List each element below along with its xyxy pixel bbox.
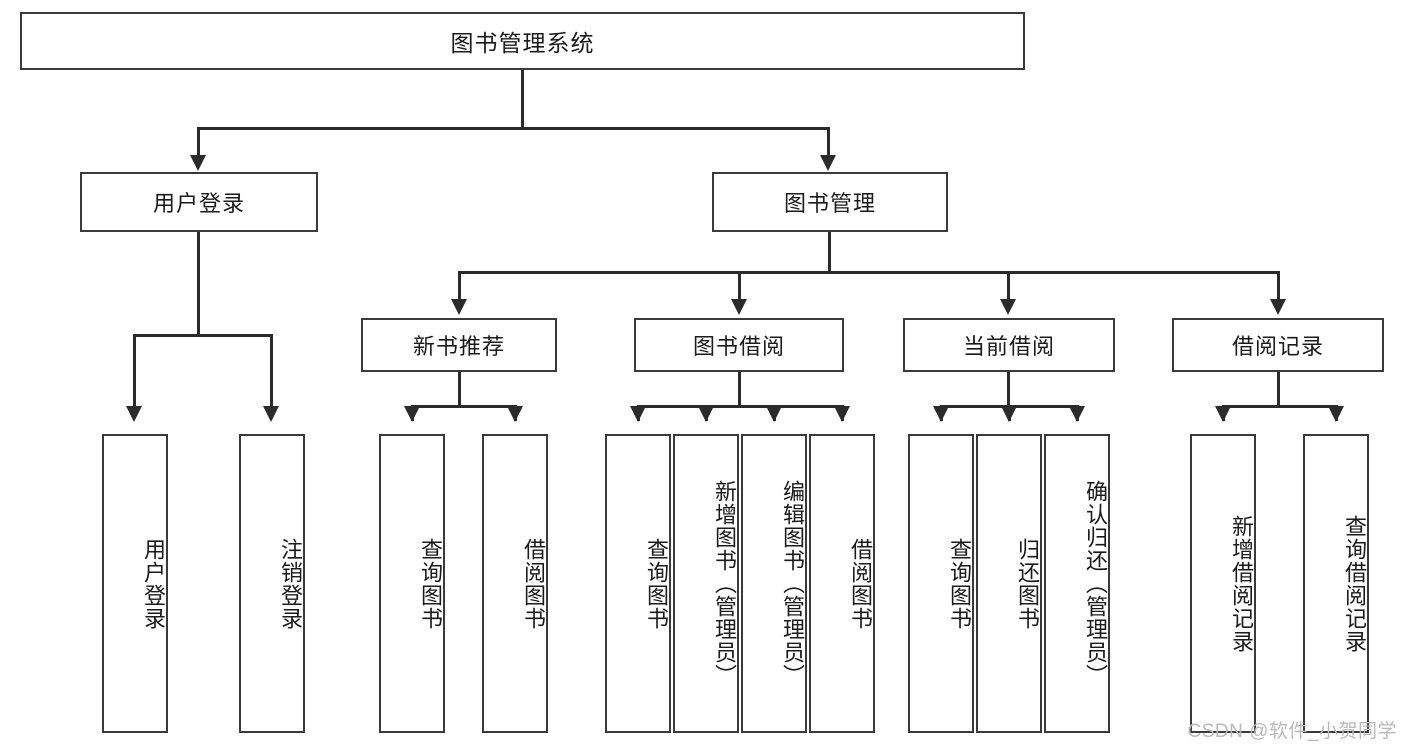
- connector-new-book-bar: [411, 405, 517, 408]
- connector-current-borrow-stem: [1007, 372, 1010, 408]
- node-label: 归还图书: [1015, 537, 1040, 630]
- connector-bm-to-book-borrow: [738, 271, 741, 301]
- node-label: 查询借阅记录: [1342, 514, 1367, 653]
- arrow-bb-to-leaf-1: [630, 406, 646, 422]
- node-label: 查询图书: [418, 537, 443, 630]
- node-borrow-record[interactable]: 借阅记录: [1172, 318, 1384, 372]
- node-book-borrow[interactable]: 图书借阅: [634, 318, 844, 372]
- connector-bm-to-borrow-record: [1277, 271, 1280, 301]
- connector-book-borrow-bar: [637, 405, 843, 408]
- leaf-user-login[interactable]: 用户登录: [102, 434, 168, 733]
- connector-bm-to-current-borrow: [1007, 271, 1010, 301]
- connector-root-to-book-management: [827, 127, 830, 157]
- connector-borrow-record-bar: [1222, 405, 1338, 408]
- arrow-br-to-leaf-2: [1328, 406, 1344, 422]
- leaf-query-book-borrow[interactable]: 查询图书: [605, 434, 671, 733]
- connector-book-borrow-stem: [738, 372, 741, 408]
- leaf-query-book-recommend[interactable]: 查询图书: [379, 434, 445, 733]
- node-label: 借阅图书: [521, 537, 546, 630]
- connector-bm-to-new-book: [458, 271, 461, 301]
- arrow-new-book-to-leaf-2: [507, 406, 523, 422]
- leaf-query-book-current[interactable]: 查询图书: [908, 434, 974, 733]
- connector-root-bar: [197, 127, 829, 130]
- leaf-return-book[interactable]: 归还图书: [976, 434, 1042, 733]
- leaf-edit-book-admin[interactable]: 编辑图书（管理员）: [741, 434, 807, 733]
- arrow-user-login-to-leaf-1: [126, 406, 142, 422]
- arrow-bm-to-new-book: [451, 299, 467, 315]
- node-user-login[interactable]: 用户登录: [80, 172, 318, 232]
- arrow-bm-to-current-borrow: [1000, 299, 1016, 315]
- node-label: 编辑图书（管理员）: [780, 480, 805, 687]
- node-root-book-management-system[interactable]: 图书管理系统: [20, 12, 1025, 70]
- node-label: 图书管理: [783, 191, 876, 216]
- leaf-query-borrow-record[interactable]: 查询借阅记录: [1303, 434, 1369, 733]
- arrow-root-to-book-management: [820, 155, 836, 171]
- node-label: 借阅图书: [848, 537, 873, 630]
- arrow-cb-to-leaf-2: [1001, 406, 1017, 422]
- arrow-root-to-user-login: [190, 155, 206, 171]
- node-label: 注销登录: [278, 537, 303, 630]
- arrow-cb-to-leaf-3: [1069, 406, 1085, 422]
- connector-book-management-stem: [828, 232, 831, 274]
- arrow-new-book-to-leaf-1: [404, 406, 420, 422]
- connector-user-login-to-leaf-1: [133, 334, 136, 408]
- arrow-user-login-to-leaf-2: [263, 406, 279, 422]
- connector-root-to-user-login: [197, 127, 200, 157]
- node-label: 图书管理系统: [450, 30, 595, 56]
- node-label: 用户登录: [141, 537, 166, 630]
- arrow-br-to-leaf-1: [1215, 406, 1231, 422]
- node-label: 查询图书: [947, 537, 972, 630]
- node-label: 新增借阅记录: [1229, 514, 1254, 653]
- leaf-add-book-admin[interactable]: 新增图书（管理员）: [673, 434, 739, 733]
- node-new-book-recommend[interactable]: 新书推荐: [361, 318, 557, 372]
- leaf-borrow-book-recommend[interactable]: 借阅图书: [482, 434, 548, 733]
- arrow-bb-to-leaf-4: [834, 406, 850, 422]
- leaf-confirm-return-admin[interactable]: 确认归还（管理员）: [1044, 434, 1110, 733]
- arrow-bb-to-leaf-3: [766, 406, 782, 422]
- connector-user-login-bar: [133, 334, 273, 337]
- connector-borrow-record-stem: [1277, 372, 1280, 408]
- node-book-management[interactable]: 图书管理: [712, 172, 948, 232]
- arrow-cb-to-leaf-1: [933, 406, 949, 422]
- node-label: 新书推荐: [412, 334, 505, 359]
- leaf-borrow-book[interactable]: 借阅图书: [809, 434, 875, 733]
- node-label: 确认归还（管理员）: [1083, 480, 1108, 687]
- arrow-bm-to-borrow-record: [1270, 299, 1286, 315]
- node-label: 查询图书: [644, 537, 669, 630]
- node-label: 当前借阅: [962, 334, 1055, 359]
- connector-root-stem: [521, 70, 524, 128]
- connector-user-login-stem: [197, 232, 200, 336]
- node-current-borrow[interactable]: 当前借阅: [903, 318, 1115, 372]
- node-label: 借阅记录: [1231, 334, 1324, 359]
- connector-new-book-stem: [458, 372, 461, 408]
- node-label: 新增图书（管理员）: [712, 480, 737, 687]
- node-label: 用户登录: [152, 191, 245, 216]
- arrow-bb-to-leaf-2: [698, 406, 714, 422]
- connector-book-management-bar: [458, 271, 1280, 274]
- connector-user-login-to-leaf-2: [270, 334, 273, 408]
- arrow-bm-to-book-borrow: [731, 299, 747, 315]
- node-label: 图书借阅: [692, 334, 785, 359]
- leaf-logout[interactable]: 注销登录: [239, 434, 305, 733]
- leaf-add-borrow-record[interactable]: 新增借阅记录: [1190, 434, 1256, 733]
